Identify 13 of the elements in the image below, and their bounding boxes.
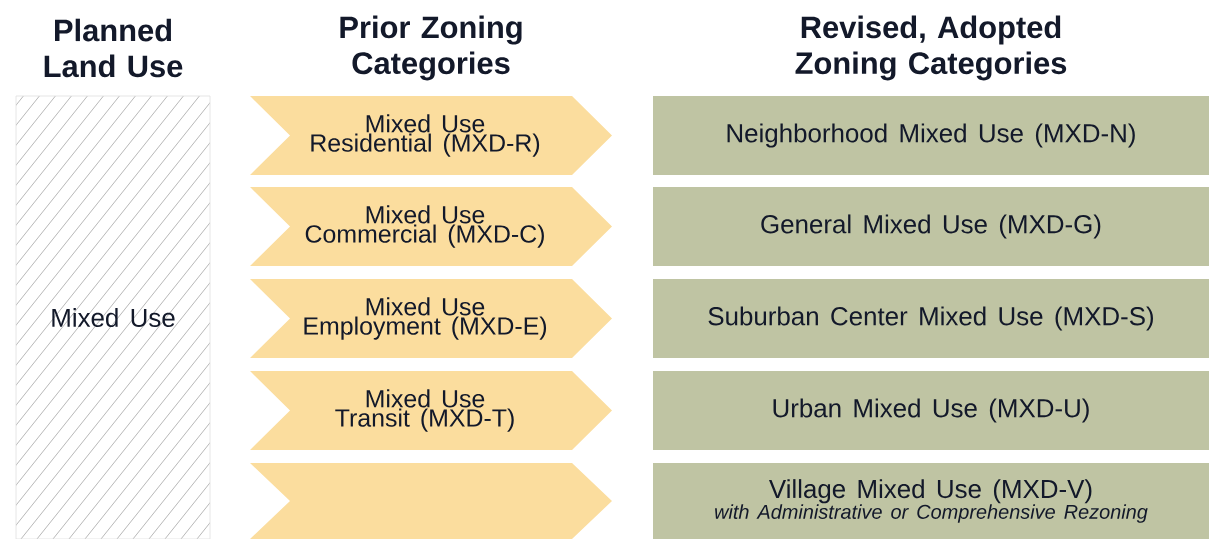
column-heading: Planned Land Use (44, 18, 183, 78)
chevron-banner: Mixed Use Employment (MXD-E) (250, 279, 612, 358)
chevron-banner (250, 463, 612, 539)
column-heading: Prior Zoning Categories (340, 15, 522, 81)
chevron-banner: Mixed Use Transit (MXD-T) (250, 371, 612, 450)
category-box: Urban Mixed Use (MXD-U) (653, 371, 1209, 450)
chevron-banner: Mixed Use Commercial (MXD-C) (250, 187, 612, 266)
category-box: Suburban Center Mixed Use (MXD-S) (653, 279, 1209, 358)
category-box: Neighborhood Mixed Use (MXD-N) (653, 96, 1209, 175)
category-box: General Mixed Use (MXD-G) (653, 187, 1209, 266)
category-box: Village Mixed Use (MXD-V) with Administrative or Comprehensive Rezoning (653, 463, 1209, 539)
chevron-banner: Mixed Use Residential (MXD-R) (250, 96, 612, 175)
hatched-box: Mixed Use (15, 95, 211, 539)
